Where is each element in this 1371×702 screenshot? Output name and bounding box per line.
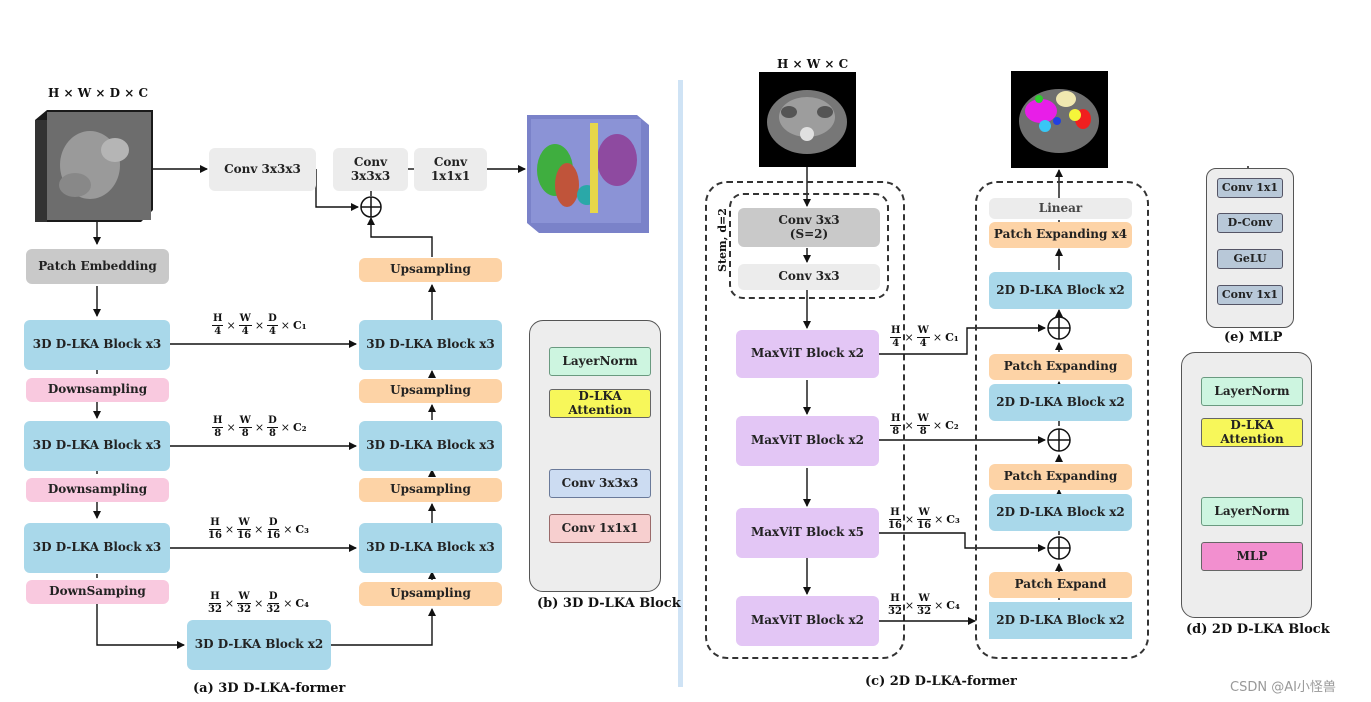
watermark: CSDN @AI小怪兽 — [1230, 680, 1336, 695]
decoder-block-1: 3D D-LKA Block x3 — [359, 320, 502, 370]
stem-dashed-region — [729, 193, 889, 299]
upsampling-2: Upsampling — [359, 478, 502, 502]
encoder-block-2: 3D D-LKA Block x3 — [24, 421, 170, 471]
maxvit-block-3: MaxViT Block x5 — [736, 508, 879, 558]
conv-3x3x3-output: Conv 3x3x3 — [333, 148, 408, 191]
maxvit-block-1: MaxViT Block x2 — [736, 330, 879, 378]
d-layernorm-2: LayerNorm — [1201, 497, 1303, 526]
patch-expand-3: Patch Expand — [989, 572, 1132, 598]
input-dims-label: H × W × D × C — [48, 86, 149, 100]
conv-3x3x3-top: Conv 3x3x3 — [209, 148, 316, 191]
patch-embedding-block: Patch Embedding — [26, 249, 169, 284]
caption-d: (d) 2D D-LKA Block — [1186, 622, 1330, 637]
encoder-dashed-region — [705, 181, 905, 659]
stem-conv-3x3-s2: Conv 3x3 (S=2) — [738, 208, 880, 247]
caption-a: (a) 3D D-LKA-former — [193, 681, 346, 696]
maxvit-block-2: MaxViT Block x2 — [736, 416, 879, 466]
patch-expanding-2: Patch Expanding — [989, 464, 1132, 490]
ct-slice-image — [759, 72, 856, 167]
e-dconv: D-Conv — [1217, 213, 1283, 233]
c-decoder-block-4: 2D D-LKA Block x2 — [989, 602, 1132, 639]
caption-c: (c) 2D D-LKA-former — [865, 674, 1017, 689]
upsampling-1: Upsampling — [359, 379, 502, 403]
d-mlp: MLP — [1201, 542, 1303, 571]
decoder-dashed-region — [975, 181, 1149, 659]
e-conv-1x1-b: Conv 1x1 — [1217, 285, 1283, 305]
c-input-dims-label: H × W × C — [777, 57, 849, 71]
encoder-block-3: 3D D-LKA Block x3 — [24, 523, 170, 573]
caption-e: (e) MLP — [1224, 330, 1283, 345]
maxvit-block-4: MaxViT Block x2 — [736, 596, 879, 646]
bottleneck-block: 3D D-LKA Block x2 — [187, 620, 331, 670]
3d-segmentation-output-image — [527, 115, 649, 233]
stem-conv-3x3: Conv 3x3 — [738, 264, 880, 290]
decoder-block-2: 3D D-LKA Block x3 — [359, 421, 502, 471]
segmentation-output-image — [1011, 71, 1108, 168]
upsampling-final: Upsampling — [359, 258, 502, 282]
decoder-block-3: 3D D-LKA Block x3 — [359, 523, 502, 573]
b-conv-1x1x1: Conv 1x1x1 — [549, 514, 651, 543]
caption-b: (b) 3D D-LKA Block — [537, 596, 681, 611]
linear-layer: Linear — [989, 198, 1132, 219]
c-decoder-block-2: 2D D-LKA Block x2 — [989, 384, 1132, 421]
conv-1x1x1-output: Conv 1x1x1 — [414, 148, 487, 191]
e-conv-1x1-a: Conv 1x1 — [1217, 178, 1283, 198]
c-decoder-block-1: 2D D-LKA Block x2 — [989, 272, 1132, 309]
downsampling-1: Downsampling — [26, 378, 169, 402]
c-decoder-block-3: 2D D-LKA Block x2 — [989, 494, 1132, 531]
downsampling-2: Downsampling — [26, 478, 169, 502]
encoder-block-1: 3D D-LKA Block x3 — [24, 320, 170, 370]
b-layernorm: LayerNorm — [549, 347, 651, 376]
upsampling-3: Upsampling — [359, 582, 502, 606]
stem-label: Stem, d=2 — [716, 208, 729, 272]
ct-volume-image — [35, 110, 153, 222]
d-dlka-attention: D-LKA Attention — [1201, 418, 1303, 447]
patch-expanding-1: Patch Expanding — [989, 354, 1132, 380]
b-conv-3x3x3: Conv 3x3x3 — [549, 469, 651, 498]
downsampling-3: DownSamping — [26, 580, 169, 604]
d-layernorm-1: LayerNorm — [1201, 377, 1303, 406]
e-gelu: GeLU — [1217, 249, 1283, 269]
b-dlka-attention: D-LKA Attention — [549, 389, 651, 418]
patch-expanding-x4: Patch Expanding x4 — [989, 222, 1132, 248]
